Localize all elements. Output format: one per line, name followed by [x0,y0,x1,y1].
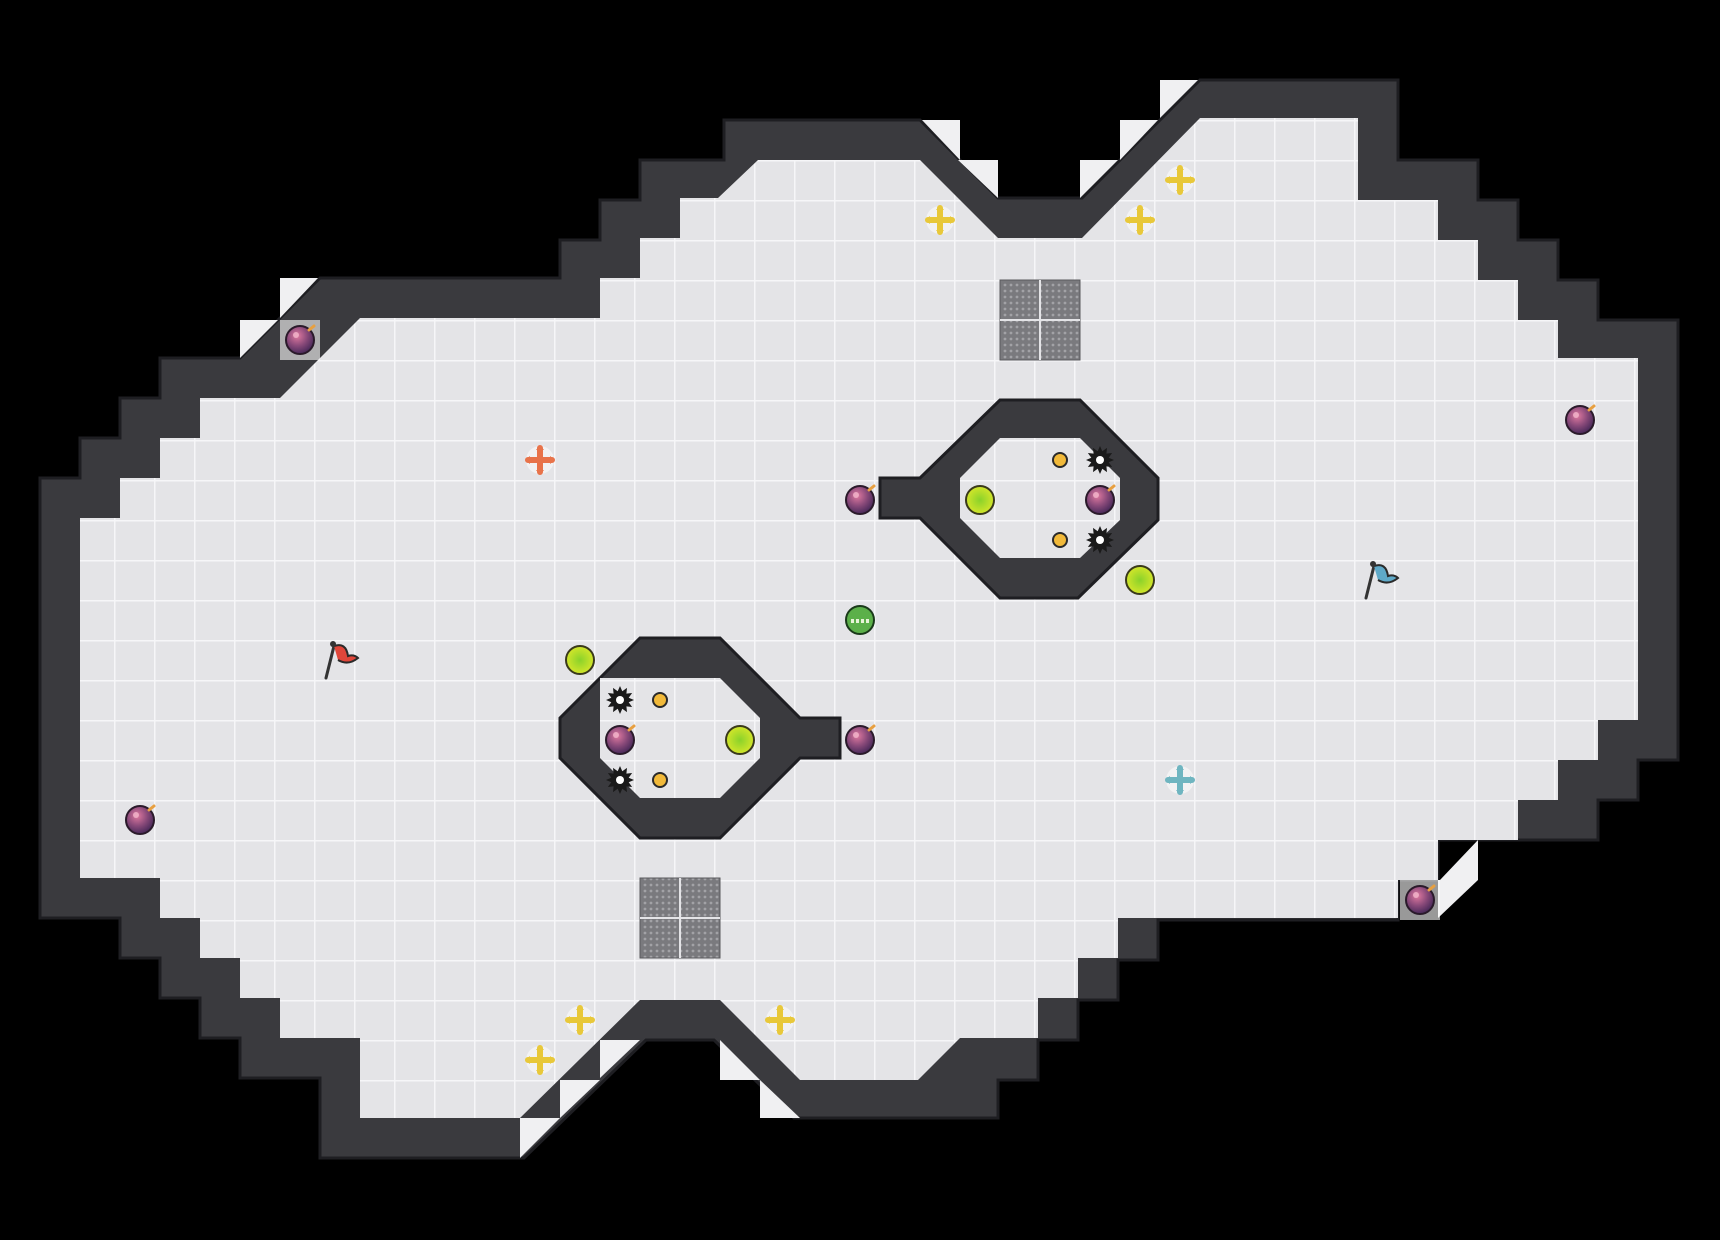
bomb-icon [845,724,876,755]
button-icon [652,772,668,788]
red-boost-icon [525,445,555,475]
button-icon [652,692,668,708]
map-items [125,165,1596,1075]
bomb-icon [845,484,876,515]
boost-icon [565,1005,595,1035]
spike-icon [1086,526,1114,554]
blue-flag-icon [1364,561,1400,600]
bomb-icon [1085,484,1116,515]
inner-room-lower [558,636,842,840]
bomb-icon [285,324,316,355]
powerup-icon [725,725,755,755]
wall-notch-tiles [240,80,1478,1158]
inner-room-upper [878,398,1160,600]
bomb-icon [605,724,636,755]
button-icon [1052,452,1068,468]
red-flag-icon [324,641,360,680]
bomb-icon [1405,884,1436,915]
boost-icon [1125,205,1155,235]
spike-icon [1086,446,1114,474]
boost-icon [1165,165,1195,195]
spike-icon [606,686,634,714]
boost-icon [765,1005,795,1035]
blue-boost-icon [1165,765,1195,795]
button-icon [1052,532,1068,548]
bomb-icon [1565,404,1596,435]
powerup-icon [565,645,595,675]
powerup-icon [1125,565,1155,595]
boost-icon [525,1045,555,1075]
boost-icon [925,205,955,235]
spike-icon [606,766,634,794]
powerup-icon [965,485,995,515]
bomb-icon [125,804,156,835]
portal-icon [845,605,875,635]
